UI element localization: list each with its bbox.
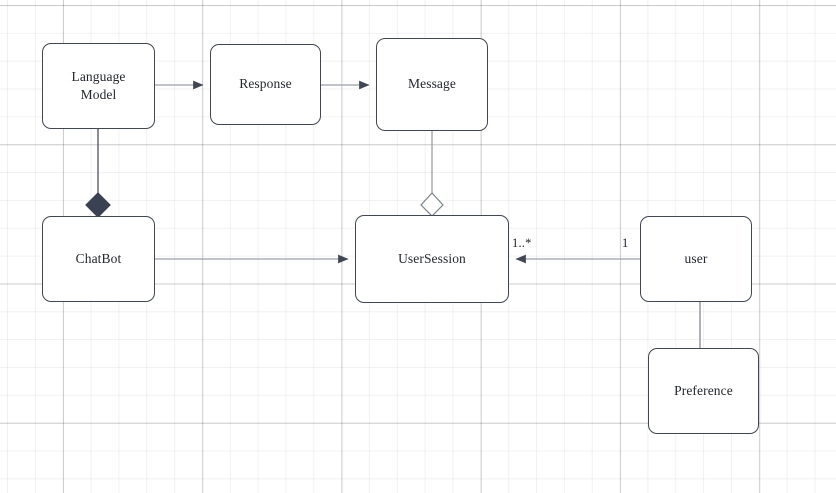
multiplicity-usersession-end: 1..* — [512, 236, 532, 250]
node-label-line1: Language — [71, 68, 126, 84]
node-label: Preference — [674, 382, 733, 398]
node-message[interactable]: Message — [376, 38, 488, 131]
node-label: user — [684, 250, 708, 266]
node-label: UserSession — [398, 250, 466, 266]
node-label: Message — [408, 76, 456, 92]
node-chatbot[interactable]: ChatBot — [42, 216, 155, 302]
node-preference[interactable]: Preference — [648, 348, 759, 434]
edge-language-model-to-chatbot — [85, 129, 111, 218]
edge-message-to-usersession — [420, 131, 444, 217]
node-language-model[interactable]: Language Model — [42, 43, 155, 129]
filled-diamond-icon — [85, 192, 111, 218]
node-label: Response — [239, 76, 292, 92]
multiplicity-user-end: 1 — [622, 236, 629, 250]
node-label: Language Model — [71, 68, 125, 104]
node-label: ChatBot — [75, 250, 122, 266]
node-label-line2: Model — [80, 87, 117, 102]
hollow-diamond-icon — [420, 192, 444, 217]
node-user[interactable]: user — [640, 216, 752, 302]
node-usersession[interactable]: UserSession — [355, 215, 509, 303]
node-response[interactable]: Response — [210, 44, 321, 125]
